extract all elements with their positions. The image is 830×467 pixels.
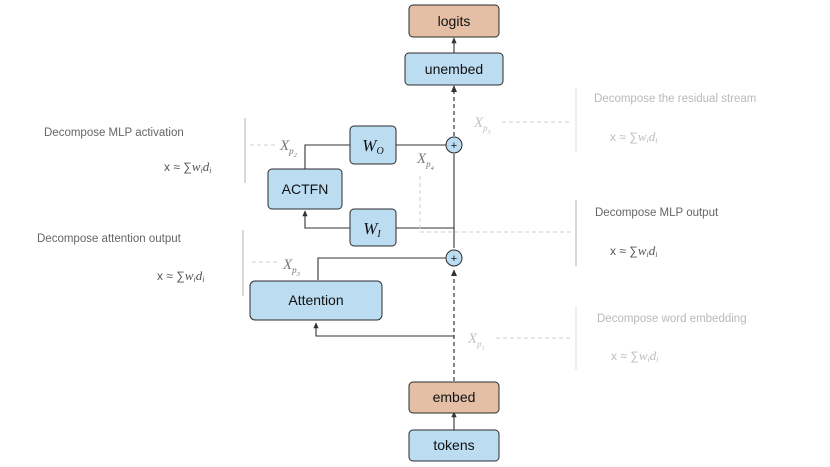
xp1-label: Xp1 bbox=[467, 331, 485, 352]
svg-text:+: + bbox=[451, 140, 457, 152]
svg-text:Attention: Attention bbox=[288, 292, 343, 308]
svg-text:embed: embed bbox=[433, 389, 476, 405]
svg-text:+: + bbox=[451, 253, 457, 265]
embed-box: embed bbox=[408, 381, 500, 414]
xp5-label: Xp5 bbox=[473, 115, 492, 136]
tokens-box: tokens bbox=[408, 429, 500, 462]
svg-text:Decompose word embedding: Decompose word embedding bbox=[597, 313, 747, 325]
svg-text:logits: logits bbox=[438, 13, 471, 29]
svg-text:WI: WI bbox=[363, 219, 381, 240]
unembed-box: unembed bbox=[404, 52, 504, 86]
xp4-label: Xp4 bbox=[416, 151, 435, 172]
xp3-label: Xp3 bbox=[282, 257, 301, 278]
svg-text:x ≈ ∑widi: x ≈ ∑widi bbox=[164, 159, 211, 175]
attention-to-plus-line bbox=[317, 257, 446, 280]
svg-text:unembed: unembed bbox=[425, 61, 483, 77]
plus-node-attention: + bbox=[445, 249, 463, 267]
annotation-mlp-activation: Decompose MLP activation x ≈ ∑widi bbox=[44, 118, 246, 183]
svg-text:Decompose MLP activation: Decompose MLP activation bbox=[44, 127, 184, 139]
logits-box: logits bbox=[408, 4, 500, 38]
svg-text:x ≈ ∑widi: x ≈ ∑widi bbox=[611, 348, 658, 364]
xp2-label: Xp2 bbox=[279, 138, 298, 159]
svg-text:Decompose attention output: Decompose attention output bbox=[37, 233, 182, 245]
svg-text:x ≈ ∑widi: x ≈ ∑widi bbox=[610, 243, 657, 259]
win-to-actfn-arrow bbox=[302, 210, 350, 229]
attention-box: Attention bbox=[249, 280, 383, 321]
w-in-box: WI bbox=[349, 208, 397, 247]
svg-text:x ≈ ∑widi: x ≈ ∑widi bbox=[610, 129, 657, 145]
annotation-mlp-output: Decompose MLP output x ≈ ∑widi bbox=[575, 200, 719, 266]
w-out-box: WO bbox=[349, 125, 397, 165]
svg-text:tokens: tokens bbox=[433, 437, 474, 453]
annotation-word-embedding: Decompose word embedding x ≈ ∑widi bbox=[575, 306, 747, 370]
plus-node-mlp: + bbox=[445, 136, 463, 154]
svg-text:ACTFN: ACTFN bbox=[282, 181, 329, 197]
annotation-attention-output: Decompose attention output x ≈ ∑widi bbox=[37, 230, 244, 296]
guide-p4 bbox=[419, 176, 574, 233]
actfn-to-wout-line bbox=[304, 144, 350, 169]
annotation-residual-stream: Decompose the residual stream x ≈ ∑widi bbox=[575, 88, 756, 152]
actfn-box: ACTFN bbox=[267, 168, 343, 210]
svg-text:Decompose MLP output: Decompose MLP output bbox=[595, 207, 719, 219]
residual-to-attention-arrow bbox=[313, 322, 454, 337]
svg-text:WO: WO bbox=[362, 136, 383, 157]
svg-text:Decompose the residual stream: Decompose the residual stream bbox=[594, 93, 756, 105]
svg-text:x ≈ ∑widi: x ≈ ∑widi bbox=[157, 268, 204, 284]
